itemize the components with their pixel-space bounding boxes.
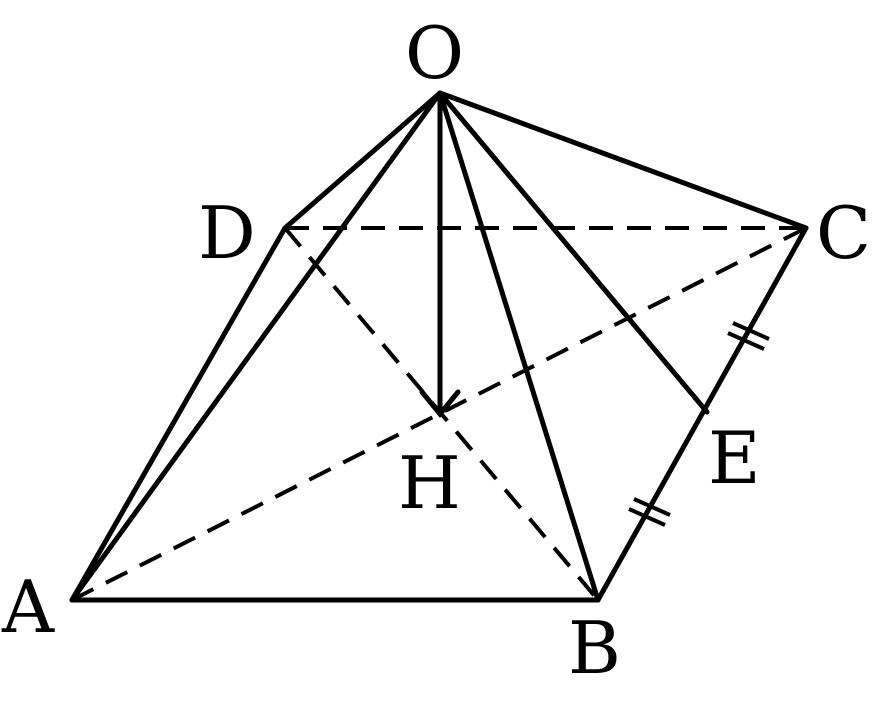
- edge-OD: [282, 90, 443, 231]
- label-E: E: [708, 416, 761, 500]
- label-A: A: [1, 565, 55, 649]
- label-O: O: [405, 11, 464, 95]
- edge-OE: [437, 90, 710, 415]
- arrowhead-H: [419, 389, 461, 418]
- tick-marks-BE: [628, 497, 671, 527]
- label-B: B: [568, 606, 621, 690]
- label-H: H: [398, 441, 461, 525]
- edge-AD: [69, 225, 288, 603]
- label-D: D: [198, 191, 256, 275]
- label-C: C: [816, 191, 871, 275]
- edge-BC: [595, 225, 809, 603]
- edge-AC: [71, 226, 807, 602]
- edge-OC: [437, 90, 809, 231]
- tick-marks-EC: [727, 321, 770, 351]
- edge-OB: [437, 90, 601, 603]
- edge-OA: [69, 90, 443, 603]
